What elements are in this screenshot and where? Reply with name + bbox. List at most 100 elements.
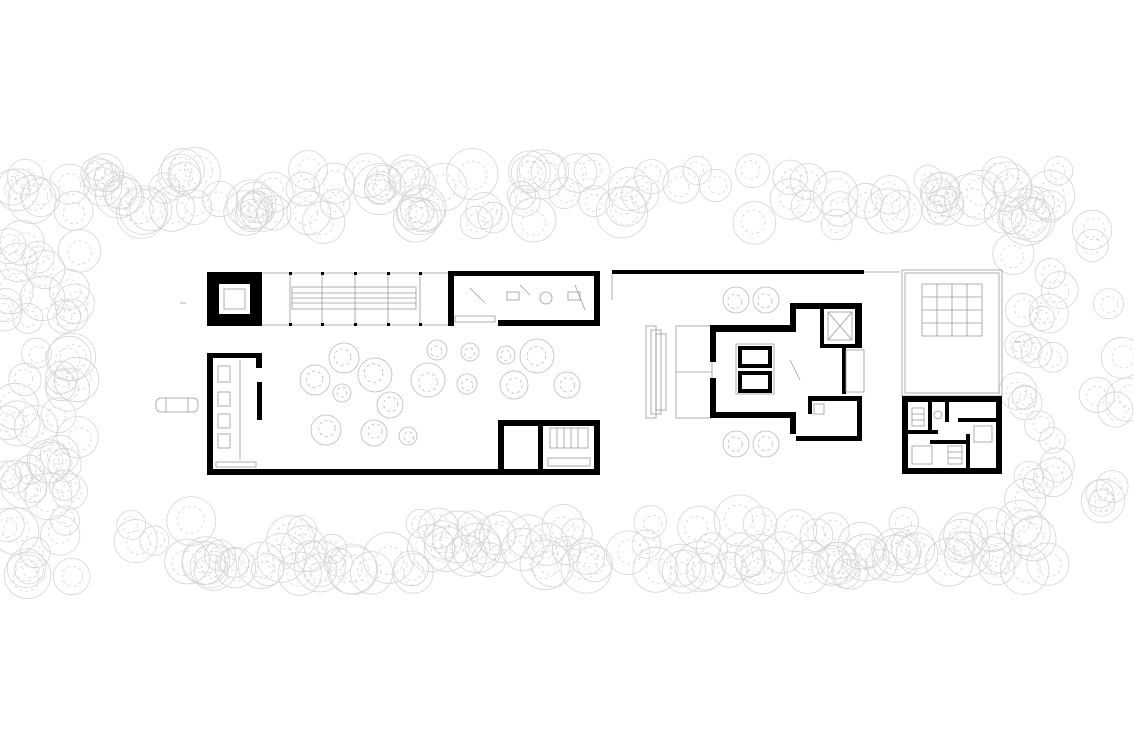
tree-canopy-detail	[57, 279, 81, 303]
tree-canopy	[1105, 377, 1134, 422]
tree-canopy-detail	[86, 162, 106, 181]
tree-canopy-detail	[1106, 400, 1127, 421]
service-block	[498, 420, 600, 470]
tree-canopy	[509, 185, 541, 217]
tree-canopy-detail	[147, 530, 165, 548]
tree-canopy-detail	[395, 166, 417, 188]
tree-canopy-detail	[1041, 195, 1060, 214]
tree-canopy	[865, 548, 898, 581]
tree-canopy	[256, 195, 292, 231]
tree-canopy	[1005, 293, 1040, 328]
tree-canopy-detail	[1092, 484, 1110, 501]
tree-canopy-detail	[757, 293, 773, 309]
tree-canopy	[621, 175, 660, 214]
tree-canopy	[1033, 457, 1073, 498]
tree-canopy	[548, 177, 581, 210]
tree-cluster-east	[992, 184, 1134, 524]
tree-canopy-detail	[363, 363, 384, 383]
tree-canopy-detail	[185, 196, 206, 217]
tree-canopy	[432, 510, 485, 563]
tree-canopy-detail	[47, 521, 71, 544]
tree-canopy-detail	[1000, 244, 1024, 269]
tree-canopy	[376, 391, 404, 419]
tree-canopy	[926, 188, 964, 226]
tree-canopy-detail	[906, 541, 930, 566]
tree-canopy	[181, 540, 226, 585]
tree-canopy-detail	[201, 550, 228, 578]
tree-canopy	[214, 547, 257, 589]
tree-canopy	[799, 518, 834, 553]
tree-canopy-detail	[584, 193, 603, 212]
tree-canopy	[854, 538, 885, 569]
tree-canopy-detail	[29, 345, 47, 364]
tree-canopy	[45, 360, 79, 394]
tree-canopy	[399, 165, 436, 202]
tree-canopy	[1092, 288, 1124, 320]
tree-canopy-detail	[1021, 207, 1047, 233]
tree-canopy-detail	[231, 201, 257, 228]
tree-canopy	[0, 382, 39, 430]
tree-canopy	[595, 186, 648, 239]
tree-canopy-detail	[5, 175, 29, 200]
tree-canopy	[158, 153, 202, 197]
tree-canopy	[1095, 470, 1129, 503]
tree-canopy	[299, 364, 331, 396]
tree-canopy-detail	[309, 211, 334, 236]
tree-canopy	[149, 186, 195, 232]
tree-canopy	[365, 164, 402, 201]
tree-canopy-detail	[19, 461, 37, 479]
tree-canopy-detail	[1045, 433, 1061, 449]
tree-canopy-detail	[938, 192, 956, 210]
tree-canopy-detail	[1030, 475, 1048, 494]
tree-canopy-detail	[102, 181, 129, 208]
tree-canopy-detail	[62, 565, 84, 587]
tree-canopy	[735, 153, 770, 189]
tree-canopy-detail	[1037, 552, 1062, 578]
tree-canopy-detail	[1020, 466, 1038, 484]
tree-canopy	[446, 148, 499, 201]
tree-canopy-detail	[248, 551, 275, 579]
tree-canopy-detail	[303, 547, 321, 565]
tree-canopy-detail	[464, 347, 475, 359]
tree-canopy-detail	[53, 453, 73, 473]
tree-canopy	[1043, 156, 1074, 186]
tree-canopy-detail	[686, 550, 716, 580]
west-wing	[207, 353, 262, 474]
tree-canopy-detail	[92, 178, 115, 201]
tree-canopy-detail	[265, 543, 294, 572]
pavilion-trees	[722, 286, 780, 458]
tree-canopy-detail	[32, 256, 55, 279]
tree-canopy-detail	[693, 560, 715, 582]
tree-canopy-detail	[936, 196, 958, 218]
tree-canopy	[0, 168, 39, 212]
tree-canopy	[477, 201, 510, 234]
tree-canopy-detail	[2, 516, 30, 544]
tree-canopy-detail	[518, 160, 539, 181]
tree-canopy-detail	[857, 192, 878, 213]
tree-canopy-detail	[1094, 496, 1110, 512]
tree-canopy	[686, 552, 724, 591]
tree-canopy-detail	[726, 542, 754, 569]
tree-canopy	[1013, 460, 1044, 491]
tree-cluster-west	[0, 220, 102, 600]
tree-canopy	[19, 275, 66, 322]
tree-canopy	[251, 553, 284, 587]
tree-canopy	[695, 532, 728, 565]
tree-canopy-detail	[773, 538, 797, 562]
tree-canopy	[189, 543, 238, 591]
tree-canopy	[1029, 305, 1055, 332]
tree-canopy	[752, 430, 780, 458]
tree-canopy	[57, 229, 102, 273]
tree-canopy	[573, 153, 611, 190]
tree-canopy	[0, 242, 38, 283]
tree-canopy-detail	[1045, 456, 1065, 476]
tree-canopy	[252, 171, 294, 213]
tree-canopy-detail	[1019, 339, 1037, 356]
tree-canopy	[21, 337, 52, 369]
tree-canopy	[732, 201, 777, 245]
tree-canopy-detail	[830, 197, 851, 217]
tree-canopy-detail	[1086, 385, 1107, 406]
north-wing	[448, 271, 600, 326]
tree-canopy	[388, 154, 430, 196]
tree-canopy-detail	[1041, 265, 1060, 283]
